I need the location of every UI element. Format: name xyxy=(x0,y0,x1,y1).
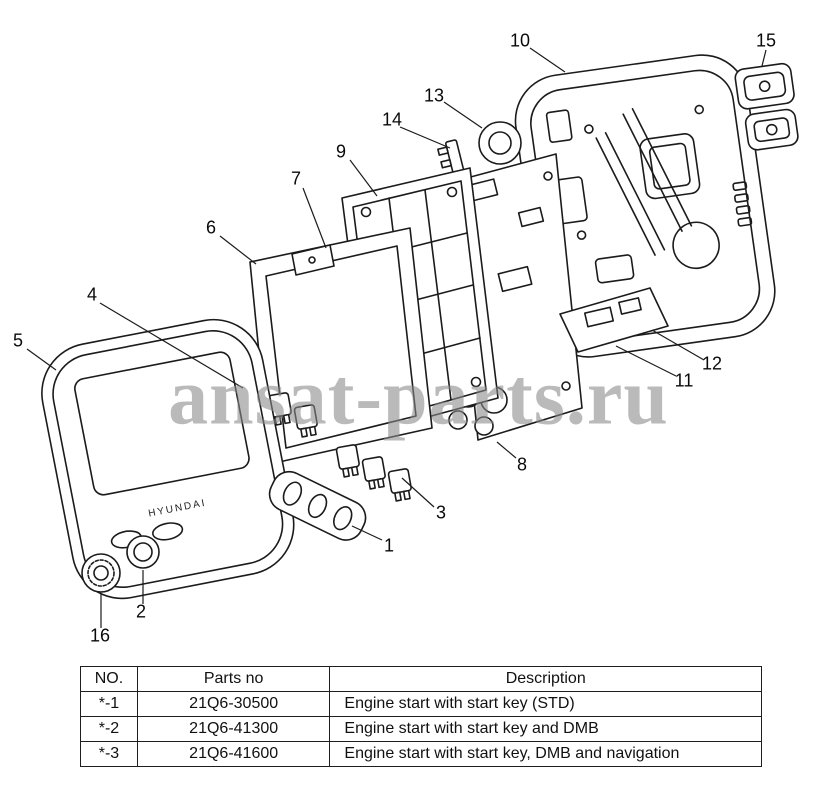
col-no: *-2 xyxy=(80,716,138,742)
callout-14: 14 xyxy=(381,109,403,130)
diagram-artwork: HYUNDAI xyxy=(26,47,799,628)
callout-11: 11 xyxy=(674,370,694,391)
callout-12: 12 xyxy=(701,353,723,374)
table-header: Parts no xyxy=(136,666,331,692)
leader-lines xyxy=(26,47,767,628)
knob-small xyxy=(126,535,160,569)
table-header: Description xyxy=(329,666,762,692)
callout-5: 5 xyxy=(12,330,24,351)
col-partno: 21Q6-41300 xyxy=(136,716,331,742)
ring-grommet xyxy=(478,121,522,165)
col-no: *-3 xyxy=(80,741,138,767)
callout-8: 8 xyxy=(516,454,528,475)
callout-1: 1 xyxy=(383,535,395,556)
callout-3: 3 xyxy=(435,502,447,523)
col-partno: 21Q6-30500 xyxy=(136,691,331,717)
callout-16: 16 xyxy=(89,625,111,646)
mounting-bracket xyxy=(734,62,799,151)
col-no: *-1 xyxy=(80,691,138,717)
col-partno: 21Q6-41600 xyxy=(136,741,331,767)
exploded-view: HYUNDAI xyxy=(12,30,799,646)
button-strip xyxy=(268,470,367,541)
col-description: Engine start with start key (STD) xyxy=(329,691,762,717)
lcd-connector xyxy=(291,244,335,276)
callout-4: 4 xyxy=(86,284,98,305)
col-description: Engine start with start key, DMB and nav… xyxy=(329,741,762,767)
col-description: Engine start with start key and DMB xyxy=(329,716,762,742)
callout-9: 9 xyxy=(335,141,347,162)
small-board xyxy=(559,287,669,353)
callout-2: 2 xyxy=(135,601,147,622)
callout-15: 15 xyxy=(755,30,777,51)
lcd-panel xyxy=(249,227,433,465)
rear-housing xyxy=(514,54,776,358)
front-bezel: HYUNDAI xyxy=(41,318,295,600)
knob-ridged xyxy=(81,553,121,593)
switch-cluster-lower xyxy=(335,444,412,502)
callout-10: 10 xyxy=(509,30,531,51)
callout-13: 13 xyxy=(423,85,445,106)
table-header: NO. xyxy=(80,666,138,692)
callout-7: 7 xyxy=(290,168,302,189)
callout-6: 6 xyxy=(205,217,217,238)
